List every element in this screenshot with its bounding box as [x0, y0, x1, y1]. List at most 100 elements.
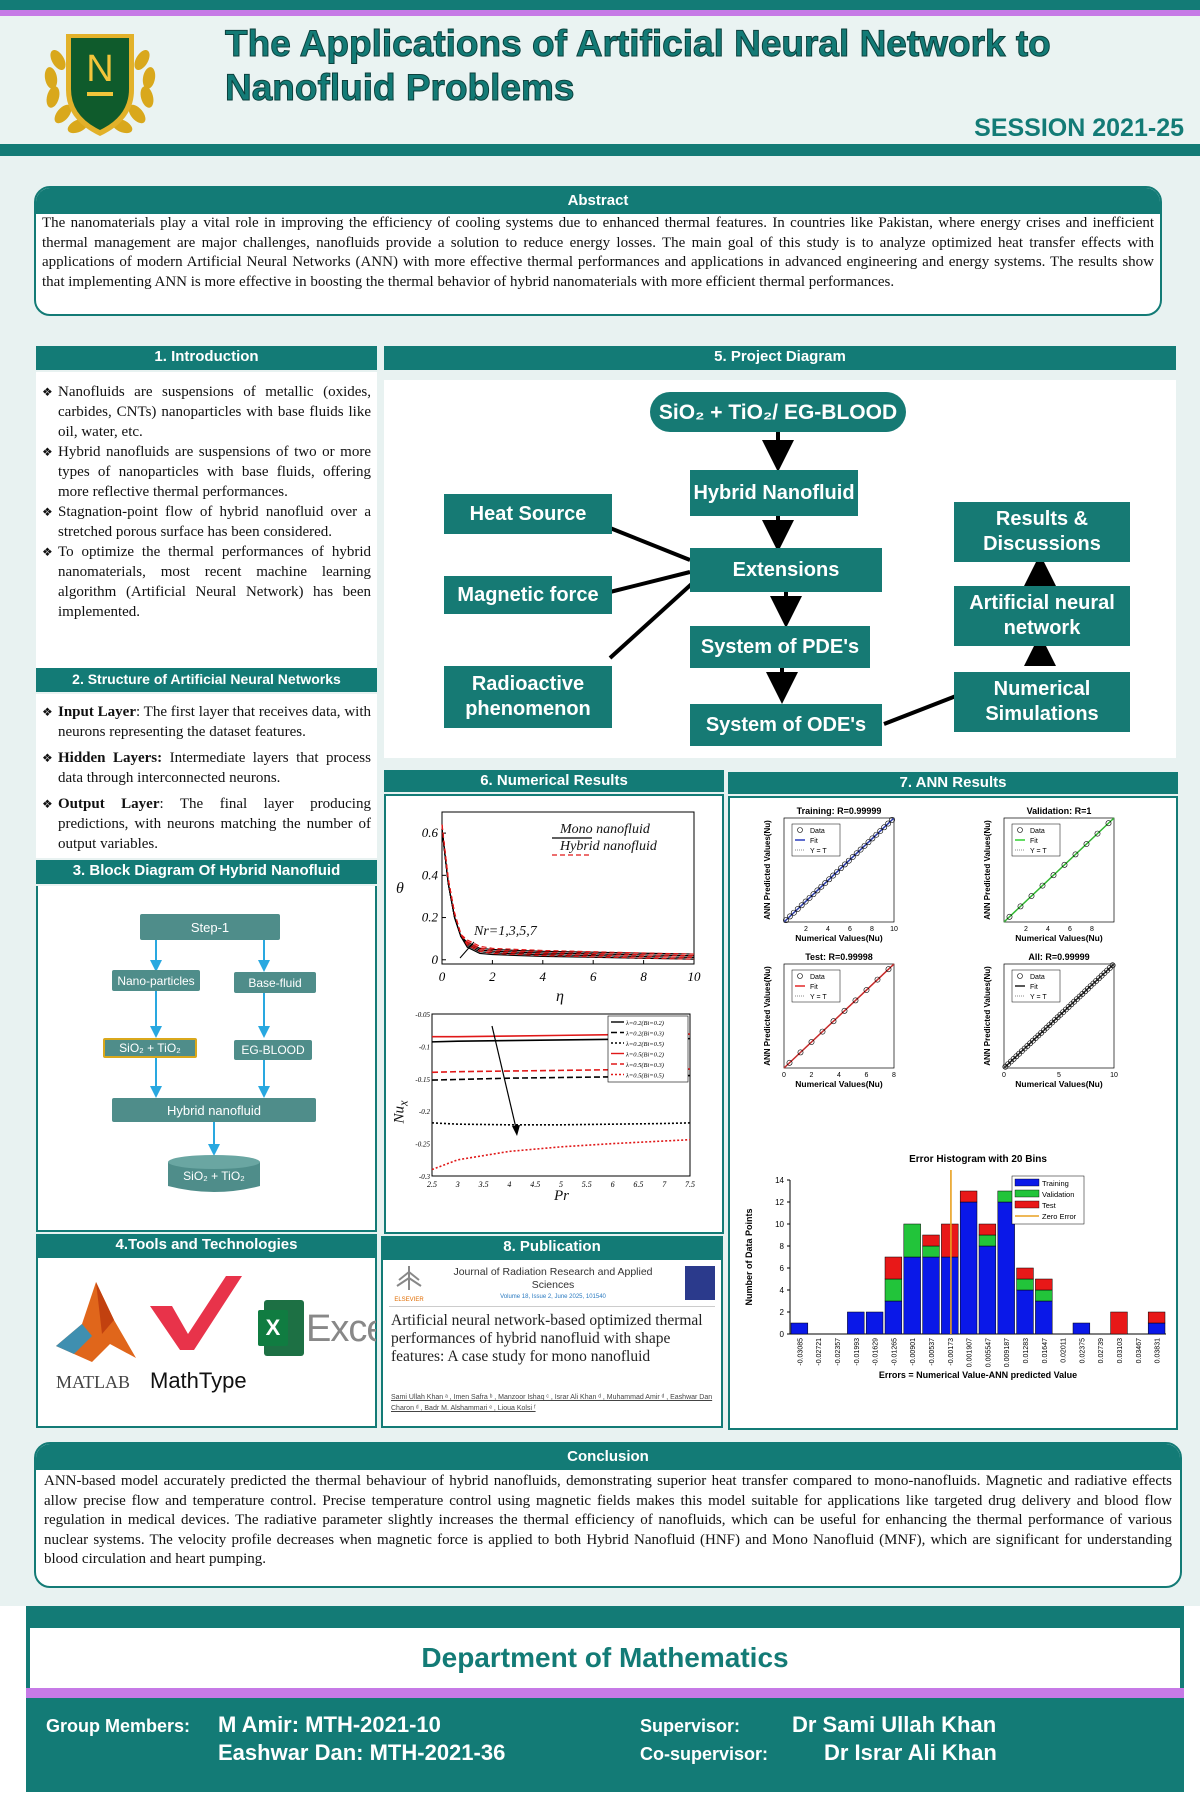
- abstract-text: The nanomaterials play a vital role in i…: [42, 215, 1154, 290]
- ann-data-point: [826, 876, 833, 883]
- histogram-xtick-label: -0.00901: [910, 1338, 917, 1366]
- ann-xtick-label: 10: [1110, 1072, 1118, 1079]
- histogram-bar: [941, 1256, 959, 1335]
- conclusion-section: Conclusion ANN-based model accurately pr…: [34, 1442, 1182, 1588]
- plot2-legend-box: [607, 1015, 689, 1083]
- ann-data-point: [889, 816, 895, 823]
- histogram-legend-label: Zero Error: [1042, 1212, 1077, 1221]
- histogram-xtick-label: 0.001907: [967, 1338, 974, 1367]
- excel-label: Excel: [306, 1308, 376, 1350]
- elsevier-logo: ELSEVIER: [391, 1264, 427, 1303]
- conclusion-text: ANN-based model accurately predicted the…: [44, 1473, 1172, 1567]
- layer-item: Input Layer: The first layer that receiv…: [42, 702, 371, 742]
- ann-data-point: [845, 857, 852, 864]
- ann-legend-label: Y = T: [1030, 994, 1047, 1001]
- histogram-bar: [884, 1300, 903, 1335]
- plot1-xtick-label: 10: [688, 969, 702, 984]
- histogram-bar: [847, 1311, 865, 1335]
- ann-xtick-label: 6: [1068, 926, 1072, 933]
- ann-node: Artificial neural network: [954, 586, 1130, 646]
- histogram-xtick-label: 0.03103: [1117, 1338, 1124, 1363]
- plot1-ylabel: θ: [396, 880, 404, 897]
- histogram-xtick-label: -0.00173: [948, 1338, 955, 1366]
- department-name: Department of Mathematics: [421, 1642, 789, 1673]
- layer-desc: Intermediate layers that process data th…: [58, 750, 371, 786]
- histogram-xtick-label: -0.01629: [873, 1338, 880, 1366]
- ann-identity-line: [1003, 963, 1115, 1069]
- histogram-bar: [1016, 1278, 1034, 1291]
- error-histogram-chart: Error Histogram with 20 Bins02468101214-…: [744, 1154, 1166, 1380]
- project-diagram-panel: SiO₂ + TiO₂/ EG-BLOOD Hybrid Nanofluid E…: [384, 380, 1176, 758]
- ann-xtick-label: 8: [892, 1072, 896, 1079]
- magnetic-force-node: Magnetic force: [444, 576, 612, 614]
- pde-node: System of PDE's: [690, 626, 870, 668]
- ann-xtick-label: 5: [1057, 1072, 1061, 1079]
- ann-data-point: [830, 872, 837, 879]
- poster-title: The Applications of Artificial Neural Ne…: [225, 22, 1125, 110]
- ann-legend-label: Data: [810, 974, 825, 981]
- histogram-ytick-label: 10: [775, 1220, 784, 1229]
- histogram-legend-label: Validation: [1042, 1190, 1074, 1199]
- plot2-legend-label: λ=0.2(Bi=0.3): [625, 1031, 664, 1038]
- histogram-bar: [1147, 1311, 1166, 1324]
- plot2-xtick-label: 2.5: [427, 1180, 437, 1189]
- plot2-xtick-label: 3.5: [478, 1180, 489, 1189]
- ann-data-point: [797, 1049, 804, 1056]
- ann-xlabel: Numerical Values(Nu): [795, 933, 883, 943]
- ann-legend-label: Y = T: [1030, 848, 1047, 855]
- ann-ylabel: ANN Predicted Values(Nu): [983, 966, 992, 1066]
- ann-data-point: [1072, 851, 1079, 858]
- ann-panel-title: Test: R=0.99998: [805, 952, 873, 962]
- ann-data-point: [1006, 913, 1013, 920]
- heat-source-node: Heat Source: [444, 494, 612, 534]
- ann-data-point: [1061, 861, 1068, 868]
- histogram-xtick-label: 0.03467: [1136, 1338, 1143, 1363]
- plot2-series-line: [431, 1074, 691, 1081]
- matlab-icon: [56, 1282, 136, 1362]
- plot1-xtick-label: 4: [540, 969, 547, 984]
- histogram-bar: [978, 1234, 997, 1247]
- paper-authors: Sami Ullah Khan ᵃ , Imen Safra ᵇ , Manzo…: [391, 1394, 713, 1412]
- plot2-xtick-label: 4: [507, 1180, 511, 1189]
- numerical-line-1: Numerical: [993, 678, 1091, 700]
- ann-legend-data-swatch: [797, 973, 803, 979]
- histogram-bar: [959, 1201, 978, 1335]
- plot1-ytick-label: 0: [432, 952, 439, 967]
- ann-data-point: [877, 828, 884, 834]
- supervisor-name: Dr Sami Ullah Khan: [792, 1712, 997, 1737]
- numerical-node: Numerical Simulations: [954, 672, 1130, 732]
- hybrid-nanofluid-box: Hybrid nanofluid: [112, 1098, 316, 1122]
- ann-legend-label: Fit: [810, 838, 818, 845]
- excel-icon-front: X: [258, 1310, 288, 1346]
- numerical-line-2: Simulations: [985, 703, 1099, 725]
- publication-panel: ELSEVIER Journal of Radiation Research a…: [381, 1258, 723, 1428]
- ann-legend-label: Y = T: [810, 848, 827, 855]
- structure-heading: 2. Structure of Artificial Neural Networ…: [36, 668, 377, 692]
- histogram-bar: [884, 1256, 903, 1280]
- ann-data-point: [786, 913, 793, 920]
- plot2-series-line: [431, 1138, 691, 1171]
- histogram-xtick-label: 0.01647: [1042, 1338, 1049, 1363]
- ann-line-2: network: [1003, 617, 1081, 639]
- histogram-xtick-label: 0.009187: [1004, 1338, 1011, 1367]
- ann-data-point: [873, 831, 880, 838]
- ann-data-point: [830, 1018, 837, 1025]
- group-members-label: Group Members:: [46, 1716, 191, 1736]
- ann-legend-data-swatch: [1017, 973, 1023, 979]
- results-line-1: Results &: [995, 508, 1089, 530]
- ann-data-point: [869, 835, 876, 842]
- histogram-ytick-label: 8: [780, 1242, 785, 1251]
- plot2-series-line: [431, 1122, 691, 1126]
- histogram-xtick-label: 0.01283: [1023, 1338, 1030, 1363]
- ann-data-point: [790, 909, 797, 916]
- header-band: [0, 16, 1200, 144]
- plot2-legend-label: λ=0.2(Bi=0.2): [625, 1020, 664, 1027]
- histogram-ytick-label: 12: [775, 1198, 784, 1207]
- plot2-xlabel: Pr: [554, 1188, 569, 1204]
- ann-xtick-label: 6: [848, 926, 852, 933]
- ann-data-point: [881, 824, 888, 831]
- ann-panel-title: Training: R=0.99999: [797, 806, 882, 816]
